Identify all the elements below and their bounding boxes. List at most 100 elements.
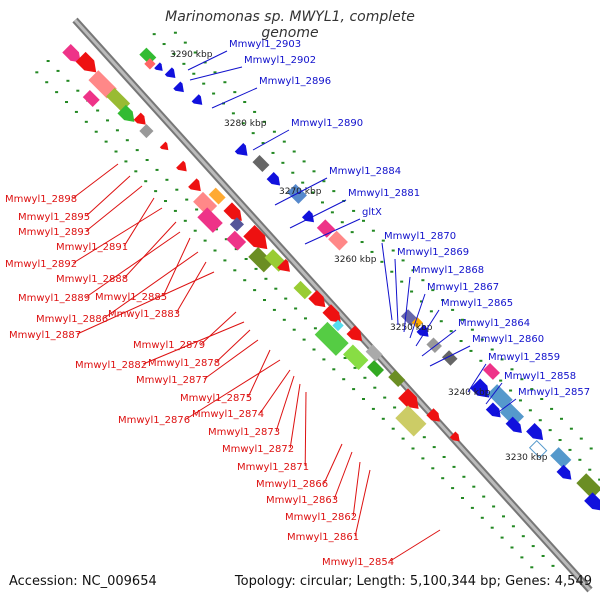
gc-dot xyxy=(548,429,552,432)
label-leader-line xyxy=(495,398,517,415)
gene-feature xyxy=(139,123,154,139)
gc-dot xyxy=(510,546,514,549)
label-leader-line xyxy=(403,276,411,333)
gene-label-left: Mmwyl1_2882 xyxy=(75,360,147,371)
gene-label-right: Mmwyl1_2858 xyxy=(504,371,576,382)
gc-dot xyxy=(173,31,177,34)
gene-block xyxy=(576,473,600,499)
gc-dot xyxy=(282,318,286,321)
gc-dot xyxy=(550,407,554,410)
gene-feature xyxy=(556,464,572,480)
gc-dot xyxy=(312,348,316,351)
label-leader-line xyxy=(189,66,243,81)
gene-block xyxy=(316,219,336,238)
gene-label-left: Mmwyl1_2887 xyxy=(9,330,81,341)
gc-dot xyxy=(155,168,159,171)
gc-dot xyxy=(212,92,216,95)
gc-dot xyxy=(541,554,545,557)
gc-dot xyxy=(46,60,50,63)
label-leader-line xyxy=(203,339,259,380)
gene-arrow xyxy=(470,378,490,398)
gc-dot xyxy=(340,221,344,224)
gene-block xyxy=(528,440,548,459)
gene-block xyxy=(550,447,572,469)
label-leader-line xyxy=(429,345,471,367)
gc-dot xyxy=(558,439,562,442)
gc-dot xyxy=(470,328,474,331)
gc-dot xyxy=(391,249,395,252)
gc-dot xyxy=(370,250,374,253)
gene-block xyxy=(314,321,349,356)
gc-dot xyxy=(291,171,295,174)
gc-dot xyxy=(263,120,267,123)
gene-arrow xyxy=(322,304,341,323)
gene-label-right: Mmwyl1_2857 xyxy=(518,387,590,398)
gc-dot xyxy=(353,366,357,369)
gc-dot xyxy=(352,388,356,391)
gene-feature xyxy=(395,405,427,437)
gc-dot xyxy=(65,101,69,104)
label-leader-line xyxy=(143,321,245,365)
gene-label-left: Mmwyl1_2883 xyxy=(108,309,180,320)
gc-dot xyxy=(294,307,298,310)
gc-dot xyxy=(35,71,39,74)
gc-dot xyxy=(500,358,504,361)
gene-label-left: Mmwyl1_2876 xyxy=(118,415,190,426)
gc-dot xyxy=(253,110,257,113)
gene-feature xyxy=(416,324,429,337)
gene-label-left: Mmwyl1_2873 xyxy=(208,427,280,438)
gene-feature xyxy=(193,191,218,216)
gc-dot xyxy=(223,81,227,84)
label-leader-line xyxy=(394,258,399,326)
gc-dot xyxy=(472,485,476,488)
gene-feature xyxy=(176,160,187,172)
gc-dot xyxy=(520,378,524,381)
gc-dot xyxy=(381,417,385,420)
gene-feature xyxy=(197,207,223,233)
gc-dot xyxy=(320,201,324,204)
gene-feature xyxy=(426,408,440,422)
gc-dot xyxy=(330,211,334,214)
gc-dot xyxy=(459,340,463,343)
gene-feature xyxy=(346,325,363,342)
gene-feature xyxy=(191,94,203,105)
label-leader-line xyxy=(381,242,393,321)
gene-arrow xyxy=(173,81,184,93)
gc-dot xyxy=(332,190,336,193)
gc-dot xyxy=(223,259,227,262)
gc-dot xyxy=(144,180,148,183)
gene-arrow xyxy=(191,94,203,105)
gc-dot xyxy=(439,320,443,323)
gc-dot xyxy=(164,200,168,203)
label-leader-line xyxy=(187,50,228,71)
gene-feature xyxy=(252,155,270,173)
gene-feature xyxy=(528,440,548,459)
scale-tick-label: 3240 kbp xyxy=(448,388,491,398)
gc-dot xyxy=(343,356,347,359)
gene-block xyxy=(487,384,513,410)
label-leader-line xyxy=(85,185,143,232)
gc-dot xyxy=(441,477,445,480)
gene-feature xyxy=(482,362,500,380)
gc-dot xyxy=(332,368,336,371)
gene-label-right: Mmwyl1_2867 xyxy=(427,282,499,293)
scale-tick-label: 3290 kbp xyxy=(170,50,213,60)
label-leader-line xyxy=(85,231,181,298)
scale-tick-label: 3260 kbp xyxy=(334,255,377,265)
label-leader-line xyxy=(323,443,343,484)
gc-dot xyxy=(419,300,423,303)
gene-arrow xyxy=(133,112,146,125)
gc-dot xyxy=(84,120,88,123)
gene-label-left: Mmwyl1_2874 xyxy=(192,409,264,420)
gene-label-left: Mmwyl1_2886 xyxy=(36,314,108,325)
gene-feature xyxy=(550,447,572,469)
gc-dot xyxy=(292,150,296,153)
gc-dot xyxy=(193,51,197,54)
gene-arrow xyxy=(154,62,163,71)
gene-block xyxy=(226,230,247,251)
gc-dot xyxy=(361,219,365,222)
gene-feature xyxy=(576,473,600,499)
gene-feature xyxy=(173,81,184,93)
